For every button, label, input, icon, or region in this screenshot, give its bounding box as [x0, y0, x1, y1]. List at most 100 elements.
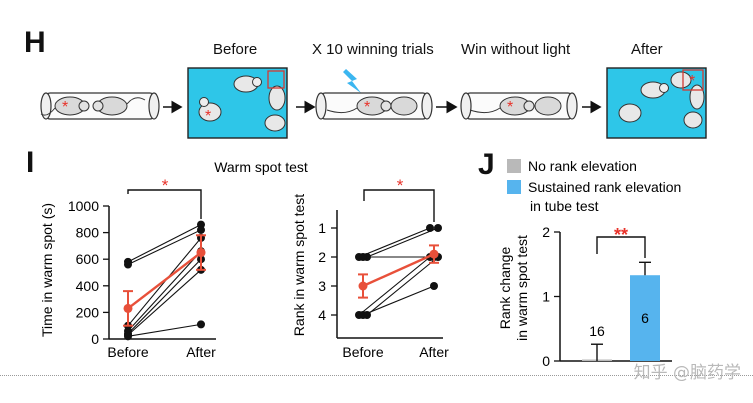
chart-i-left-xtick-after: After: [186, 344, 216, 360]
asterisk-mark-icon: *: [689, 73, 695, 90]
asterisk-mark-icon: *: [205, 108, 211, 125]
legend-label-sustained-2: in tube test: [530, 198, 599, 214]
mouse-icon: [689, 84, 705, 110]
subject-line: [127, 258, 202, 335]
data-point: [430, 282, 438, 290]
asterisk-mark-icon: *: [364, 99, 370, 116]
bar: [630, 275, 660, 361]
mean-point: [358, 281, 368, 291]
arena-before: *: [187, 67, 288, 139]
page-divider: [0, 375, 753, 376]
chart-j-ylabel-line2: in warm spot test: [514, 235, 530, 341]
data-point: [359, 253, 367, 261]
warm-spot-icon: [682, 69, 704, 91]
chart-j: Rank change in warm spot test 0 1 2 16 6 **: [497, 224, 672, 369]
mouse-icon: [618, 103, 642, 123]
data-point: [434, 224, 442, 232]
mouse-icon: [198, 97, 222, 122]
chart-j-sig-bracket: [596, 236, 646, 258]
asterisk-mark-icon: *: [507, 99, 513, 116]
tube-win-without-light: *: [460, 92, 578, 120]
mouse-icon: [640, 81, 669, 99]
chart-j-sig-star: **: [614, 225, 628, 245]
panel-i-title: Warm spot test: [214, 159, 308, 175]
chart-i-right-sig-bracket: [363, 189, 435, 222]
tube-winning-trials: *: [315, 92, 433, 120]
mouse-icon: [390, 96, 418, 116]
panel-letter-j: J: [478, 148, 495, 181]
subject-line: [127, 229, 202, 266]
chart-i-right-xtick-after: After: [419, 344, 449, 360]
subject-line: [127, 250, 202, 332]
data-point: [124, 260, 132, 269]
subject-line: [366, 256, 439, 316]
chart-i-left: Time in warm spot (s) 02004006008001000 …: [39, 176, 216, 360]
y-tick-label: 0: [91, 331, 99, 347]
data-point: [359, 311, 367, 319]
panel-h-schematic: * *: [40, 67, 707, 139]
warm-spot-icon: [267, 70, 285, 89]
arena-after: *: [606, 67, 707, 139]
y-tick-label: 1: [542, 289, 550, 305]
mouse-icon: [268, 85, 286, 111]
chart-i-left-ylabel: Time in warm spot (s): [39, 203, 55, 337]
y-tick-label: 4: [318, 307, 326, 323]
subject-line: [127, 269, 202, 336]
subject-line: [362, 285, 435, 316]
data-point: [124, 332, 132, 341]
tube-before: *: [40, 92, 160, 120]
mouse-icon: [534, 96, 562, 116]
y-tick-label: 1: [318, 220, 326, 236]
mean-line: [362, 253, 435, 288]
subject-line: [358, 227, 431, 258]
mouse-icon: [233, 75, 262, 93]
data-point: [197, 225, 205, 234]
chart-i-right-xtick-before: Before: [342, 344, 383, 360]
step-label-before: Before: [213, 41, 258, 58]
step-label-after: After: [631, 41, 663, 58]
panel-j-legend: No rank elevation Sustained rank elevati…: [507, 158, 681, 214]
chart-i-left-sig-bracket: [127, 189, 202, 219]
subject-line: [366, 227, 439, 258]
chart-i-left-sig-star: *: [162, 176, 169, 195]
mouse-icon: [264, 114, 286, 132]
y-tick-label: 0: [542, 353, 550, 369]
mouse-icon: [670, 71, 692, 89]
mouse-icon: [683, 111, 703, 129]
subject-line: [358, 256, 431, 316]
mean-point: [196, 248, 206, 258]
y-tick-label: 2: [542, 224, 550, 240]
n-label: 6: [641, 310, 649, 326]
mouse-icon: [499, 96, 535, 116]
legend-label-no-rank: No rank elevation: [528, 158, 637, 174]
subject-line: [127, 224, 202, 263]
chart-j-ylabel-line1: Rank change: [497, 247, 513, 330]
light-bolt-icon: [343, 69, 361, 93]
panel-letter-i: I: [26, 146, 35, 179]
y-tick-label: 3: [318, 278, 326, 294]
step-label-winning-trials: X 10 winning trials: [312, 41, 434, 58]
subject-line: [127, 323, 202, 337]
n-label: 16: [589, 323, 605, 339]
y-tick-label: 800: [76, 225, 100, 241]
panel-letter-h: H: [24, 26, 46, 59]
legend-swatch-gray: [507, 159, 521, 173]
mouse-icon: [54, 96, 90, 116]
y-tick-label: 400: [76, 278, 100, 294]
chart-i-left-xtick-before: Before: [107, 344, 148, 360]
legend-swatch-blue: [507, 180, 521, 194]
step-label-win-without-light: Win without light: [461, 41, 571, 58]
chart-i-right-sig-star: *: [397, 176, 404, 195]
legend-label-sustained: Sustained rank elevation: [528, 179, 681, 195]
mean-point: [123, 303, 133, 313]
chart-i-right-ylabel: Rank in warm spot test: [291, 194, 307, 336]
y-tick-label: 600: [76, 251, 100, 267]
data-point: [197, 320, 205, 329]
mouse-icon: [92, 96, 128, 116]
mean-line: [127, 251, 202, 310]
y-tick-label: 200: [76, 304, 100, 320]
asterisk-mark-icon: *: [62, 99, 68, 116]
mean-point: [429, 249, 439, 259]
